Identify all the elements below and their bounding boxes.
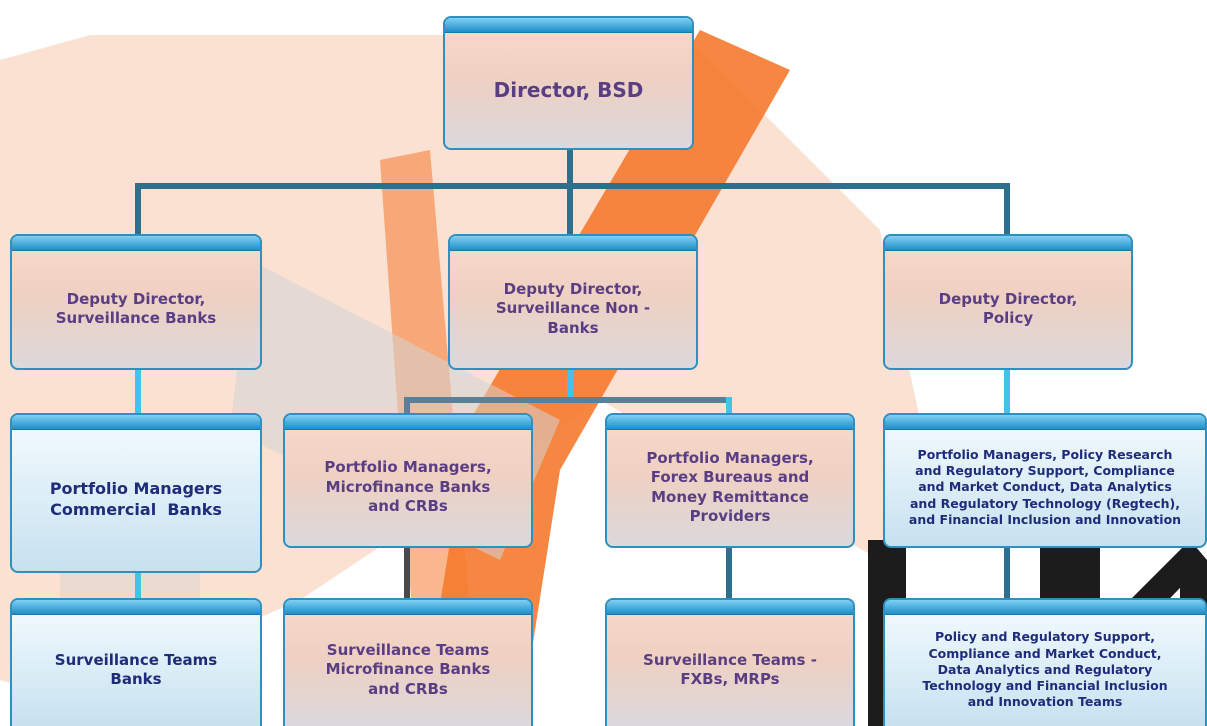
node-surveillance-teams-microfinance: Surveillance Teams Microfinance Banks an… [283, 598, 533, 726]
node-deputy-director-policy: Deputy Director, Policy [883, 234, 1133, 370]
node-label: Policy and Regulatory Support, Complianc… [922, 629, 1168, 710]
node-label: Surveillance Teams Banks [54, 650, 218, 689]
node-surveillance-teams-fxbs-mrps: Surveillance Teams - FXBs, MRPs [605, 598, 855, 726]
node-label: Deputy Director, Surveillance Non - Bank… [495, 279, 651, 337]
node-deputy-director-surveillance-banks: Deputy Director, Surveillance Banks [10, 234, 262, 370]
node-label: Surveillance Teams - FXBs, MRPs [643, 650, 817, 689]
node-label: Portfolio Managers Commercial Banks [49, 479, 223, 519]
node-label: Deputy Director, Surveillance Banks [55, 289, 217, 328]
node-policy-teams: Policy and Regulatory Support, Complianc… [883, 598, 1207, 726]
node-director-bsd: Director, BSD [443, 16, 694, 150]
node-label: Surveillance Teams Microfinance Banks an… [325, 640, 491, 698]
node-portfolio-managers-forex: Portfolio Managers, Forex Bureaus and Mo… [605, 413, 855, 548]
node-label: Deputy Director, Policy [938, 289, 1078, 328]
node-portfolio-managers-microfinance: Portfolio Managers, Microfinance Banks a… [283, 413, 533, 548]
node-label: Portfolio Managers, Forex Bureaus and Mo… [646, 448, 814, 526]
node-label: Portfolio Managers, Policy Research and … [908, 446, 1182, 527]
node-label: Portfolio Managers, Microfinance Banks a… [324, 458, 492, 516]
node-surveillance-teams-banks: Surveillance Teams Banks [10, 598, 262, 726]
node-deputy-director-surveillance-non-banks: Deputy Director, Surveillance Non - Bank… [448, 234, 698, 370]
node-portfolio-managers-policy: Portfolio Managers, Policy Research and … [883, 413, 1207, 548]
node-portfolio-managers-commercial-banks: Portfolio Managers Commercial Banks [10, 413, 262, 573]
node-label: Director, BSD [493, 78, 644, 102]
